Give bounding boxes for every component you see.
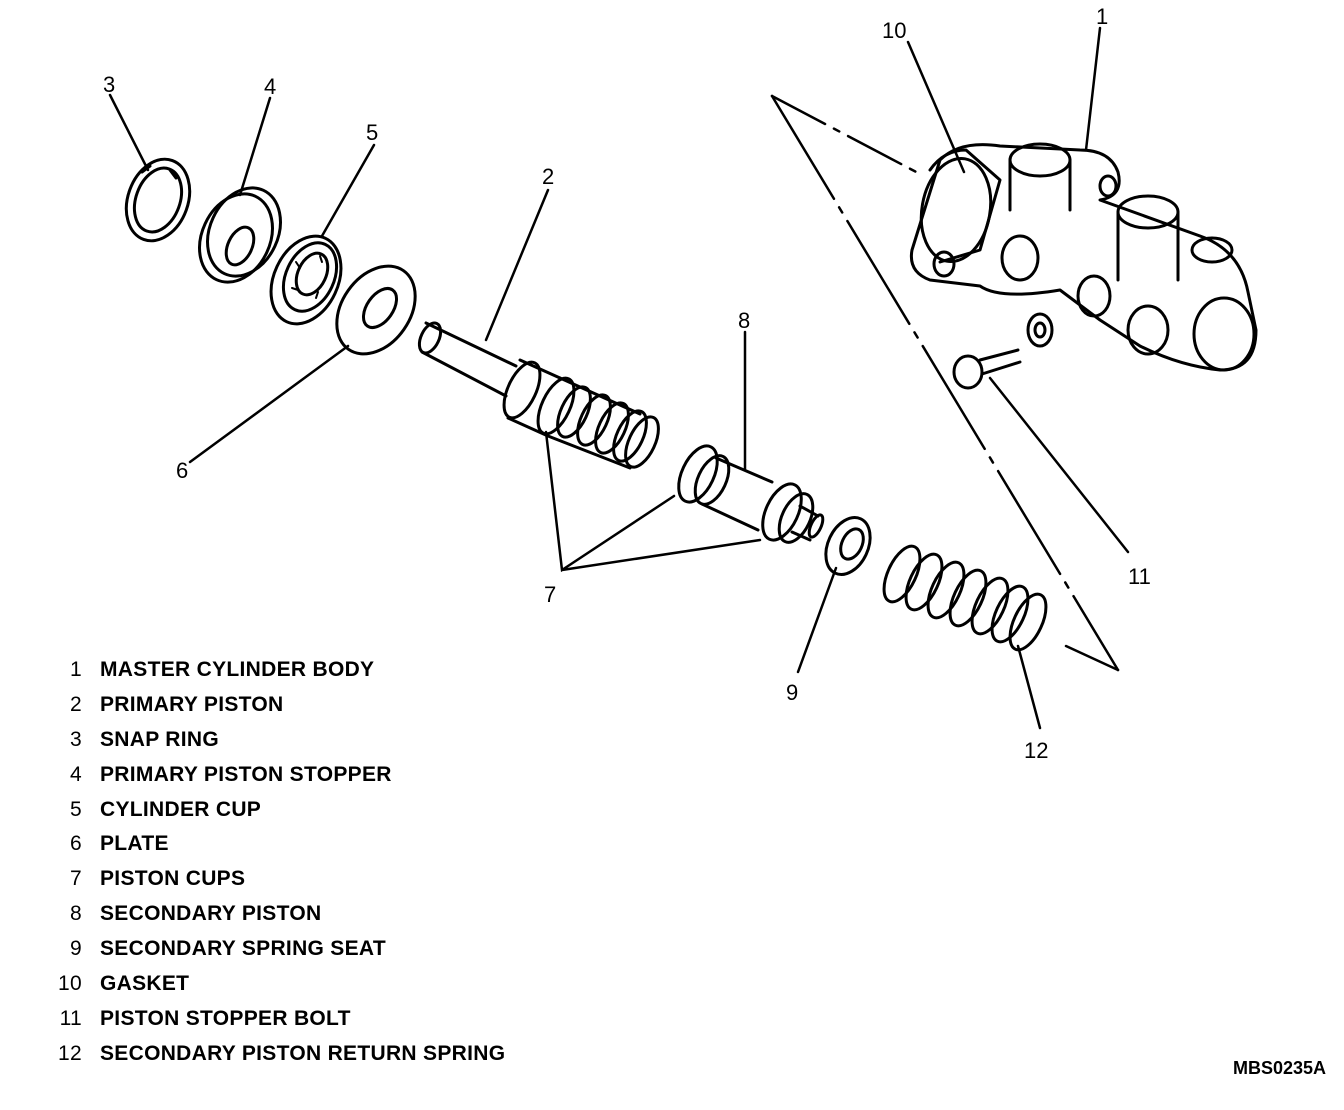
alignment-line-upper: [770, 94, 922, 176]
legend-label: PRIMARY PISTON: [100, 692, 284, 716]
leader-line-4: [238, 96, 272, 197]
alignment-line-lower: [770, 94, 1120, 672]
callout-9: 9: [786, 680, 798, 705]
callout-10: 10: [882, 18, 906, 43]
piston-stopper-bolt-part: [952, 312, 1054, 390]
legend-label: GASKET: [100, 972, 190, 996]
plate-part: [335, 264, 417, 356]
master-cylinder-body-part: [909, 142, 1258, 372]
leader-line-9: [796, 566, 838, 674]
callout-4: 4: [264, 74, 276, 99]
callout-8: 8: [738, 308, 750, 333]
callout-12: 12: [1024, 738, 1048, 763]
callout-1: 1: [1096, 4, 1108, 29]
legend-number: 9: [70, 937, 82, 961]
primary-piston-part: [417, 321, 660, 470]
callout-7: 7: [544, 582, 556, 607]
leader-line-12: [1016, 644, 1042, 730]
leader-line-10: [906, 40, 966, 174]
callout-3: 3: [103, 72, 115, 97]
legend-number: 8: [70, 902, 82, 926]
snap-ring-part: [124, 157, 192, 243]
alignment-line-end: [1064, 644, 1120, 672]
leader-line-3: [108, 93, 150, 172]
legend-label: CYLINDER CUP: [100, 797, 262, 821]
leader-line-1: [1084, 26, 1102, 152]
legend-label: PISTON CUPS: [100, 867, 246, 891]
legend-label: PISTON STOPPER BOLT: [100, 1006, 351, 1030]
leader-line-7: [544, 430, 762, 573]
legend-label: SECONDARY SPRING SEAT: [100, 937, 386, 961]
callout-2: 2: [542, 164, 554, 189]
legend-number: 5: [70, 797, 82, 821]
leader-line-5: [320, 143, 376, 238]
legend-number: 1: [70, 658, 82, 681]
secondary-spring-seat-part: [824, 516, 872, 576]
legend-label: SNAP RING: [100, 727, 219, 751]
legend-label: PLATE: [100, 832, 169, 856]
callout-11: 11: [1128, 564, 1151, 589]
legend-label: SECONDARY PISTON: [100, 902, 322, 926]
legend-label: SECONDARY PISTON RETURN SPRING: [100, 1041, 506, 1065]
callout-6: 6: [176, 458, 188, 483]
legend-number: 10: [58, 972, 82, 996]
return-spring-part: [882, 544, 1048, 652]
legend-label: MASTER CYLINDER BODY: [100, 658, 375, 681]
legend-number: 6: [70, 832, 82, 856]
legend-label: PRIMARY PISTON STOPPER: [100, 762, 392, 786]
legend-number: 2: [70, 692, 82, 716]
leader-line-6: [188, 344, 350, 464]
leader-line-11: [988, 376, 1130, 554]
legend-number: 12: [58, 1041, 82, 1065]
primary-piston-stopper-part: [198, 186, 282, 284]
legend-number: 3: [70, 727, 82, 751]
leader-line-2: [484, 188, 550, 342]
secondary-piston-part: [677, 444, 825, 544]
legend-number: 7: [70, 867, 82, 891]
legend-number: 4: [70, 762, 82, 786]
callout-5: 5: [366, 120, 378, 145]
cylinder-cup-part: [269, 234, 343, 326]
figure-id: MBS0235A: [1232, 1058, 1326, 1078]
legend-number: 11: [59, 1006, 82, 1030]
